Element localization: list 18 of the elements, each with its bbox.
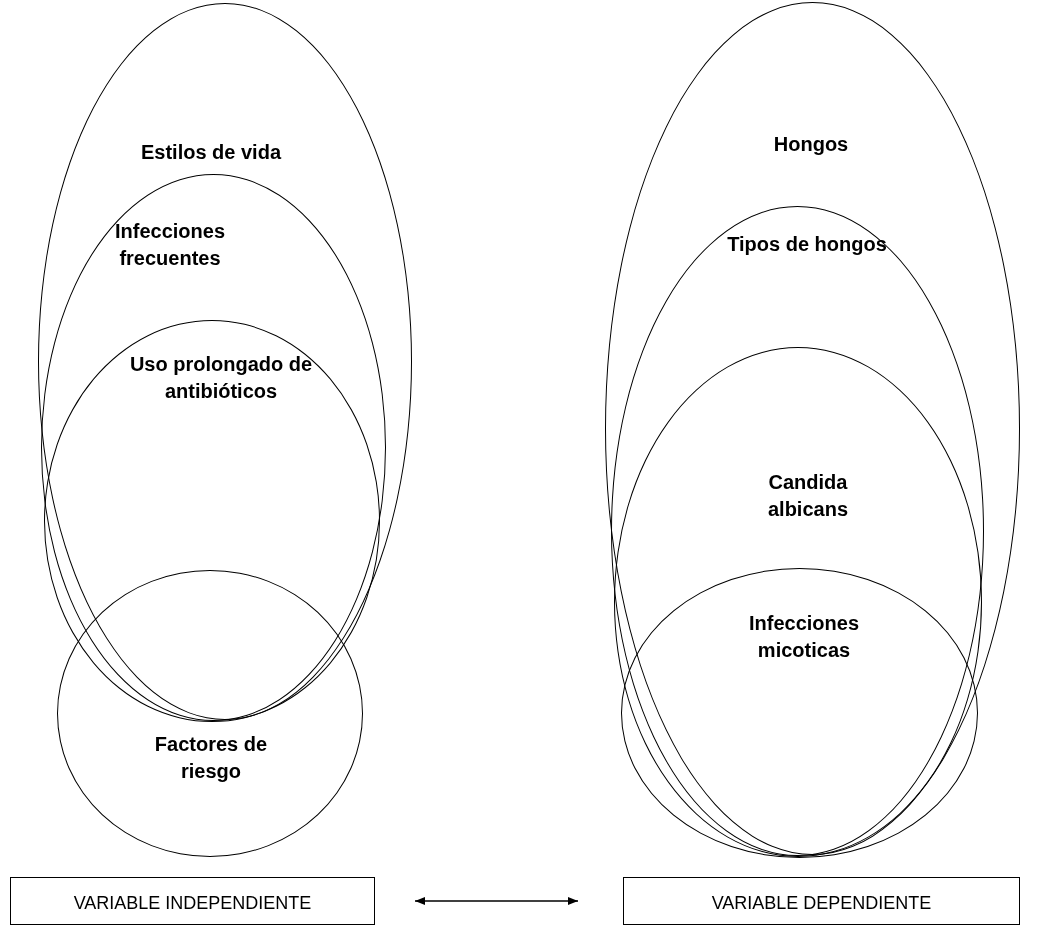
double-arrow bbox=[414, 897, 579, 905]
node-label: Hongos bbox=[772, 132, 850, 157]
ellipse-node bbox=[605, 2, 1020, 855]
node-label: VARIABLE INDEPENDIENTE bbox=[72, 892, 313, 915]
node-label: Uso prolongado de antibióticos bbox=[128, 352, 314, 404]
node-label: Candida albicans bbox=[766, 470, 849, 522]
ellipse-node bbox=[38, 3, 412, 720]
node-label: Tipos de hongos bbox=[726, 232, 888, 257]
node-label: VARIABLE DEPENDIENTE bbox=[710, 892, 933, 915]
variable-box bbox=[623, 877, 1020, 925]
node-label: Infecciones frecuentes bbox=[113, 219, 226, 271]
ellipse-node bbox=[614, 347, 982, 857]
ellipse-node bbox=[41, 174, 386, 721]
node-label: Infecciones micoticas bbox=[747, 611, 860, 663]
variable-box bbox=[10, 877, 375, 925]
node-label: Factores de riesgo bbox=[153, 732, 269, 784]
circle-node bbox=[57, 570, 363, 857]
node-label: Estilos de vida bbox=[139, 140, 283, 165]
